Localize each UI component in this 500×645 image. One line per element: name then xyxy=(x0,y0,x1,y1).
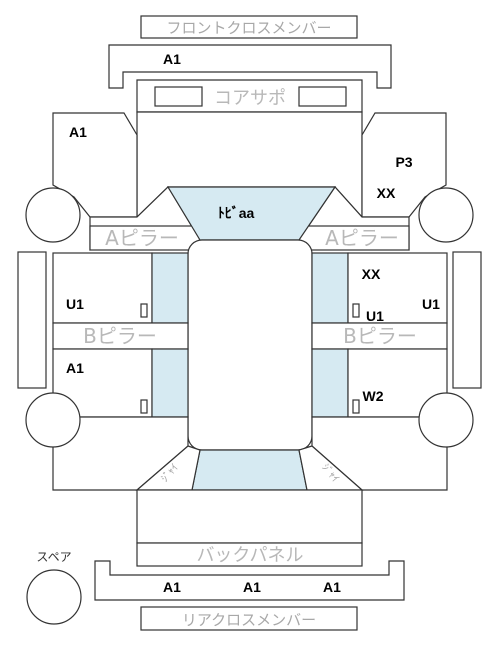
front-bumper[interactable] xyxy=(108,44,392,89)
rear-cross-member-box[interactable] xyxy=(140,606,358,631)
rear-bumper-code-right: A1 xyxy=(323,579,341,595)
right-rear-door-handle[interactable] xyxy=(352,399,360,414)
left-rear-door-code: A1 xyxy=(66,360,84,376)
left-a-pillar-label: Aピラー xyxy=(105,226,179,250)
right-fender-code-top: P3 xyxy=(395,154,412,170)
left-front-door-code: U1 xyxy=(66,296,84,312)
back-panel[interactable] xyxy=(136,542,363,567)
left-front-window[interactable] xyxy=(151,252,189,324)
right-a-pillar-label: Aピラー xyxy=(325,226,399,250)
windshield-code: ﾄﾋﾞaa xyxy=(218,205,255,221)
right-front-fender[interactable] xyxy=(361,112,447,218)
right-front-window[interactable] xyxy=(311,252,349,324)
front-bumper-code: A1 xyxy=(163,51,181,67)
roof[interactable] xyxy=(187,239,313,451)
left-b-pillar[interactable] xyxy=(52,322,189,350)
right-front-door-handle[interactable] xyxy=(352,303,360,318)
right-rear-window[interactable] xyxy=(311,348,349,418)
core-support-label: コアサポ xyxy=(214,88,286,109)
rear-bumper-code-left: A1 xyxy=(163,579,181,595)
front-cross-member-label: フロントクロスメンバー xyxy=(166,19,331,37)
left-front-fender-code: A1 xyxy=(69,124,87,140)
rear-window[interactable] xyxy=(191,449,308,491)
right-side-sill[interactable] xyxy=(452,251,482,389)
rear-left-wheel[interactable] xyxy=(25,392,81,448)
right-b-pillar-label: Bピラー xyxy=(343,324,417,348)
right-side-sill-code: U1 xyxy=(422,296,440,312)
spare-tire[interactable] xyxy=(26,569,82,625)
right-front-door-code-top: XX xyxy=(362,266,381,282)
rear-bumper-code-center: A1 xyxy=(243,579,261,595)
rear-right-wheel[interactable] xyxy=(418,392,474,448)
front-left-wheel[interactable] xyxy=(25,187,81,243)
left-a-pillar[interactable] xyxy=(89,225,201,251)
left-rear-window[interactable] xyxy=(151,348,189,418)
left-b-pillar-label: Bピラー xyxy=(83,324,157,348)
back-panel-label: バックパネル xyxy=(196,545,303,566)
right-front-door[interactable] xyxy=(347,252,448,324)
right-b-pillar[interactable] xyxy=(311,322,448,350)
rear-bumper[interactable] xyxy=(94,560,405,601)
left-side-sill[interactable] xyxy=(17,251,47,389)
right-a-pillar[interactable] xyxy=(298,225,410,251)
rear-cross-member-label: リアクロスメンバー xyxy=(182,611,316,629)
spare-label: スペア xyxy=(36,550,71,564)
front-cross-member-box[interactable] xyxy=(140,15,358,39)
right-front-door-code-bottom: U1 xyxy=(366,308,384,324)
right-headlight[interactable] xyxy=(298,86,347,107)
right-rear-door-code: W2 xyxy=(363,388,384,404)
front-right-wheel[interactable] xyxy=(418,187,474,243)
right-fender-code-bottom: XX xyxy=(377,185,396,201)
left-front-door[interactable] xyxy=(52,252,153,324)
trunk[interactable] xyxy=(136,489,363,544)
left-headlight[interactable] xyxy=(154,86,203,107)
left-front-door-handle[interactable] xyxy=(140,303,148,318)
left-rear-door-handle[interactable] xyxy=(140,399,148,414)
